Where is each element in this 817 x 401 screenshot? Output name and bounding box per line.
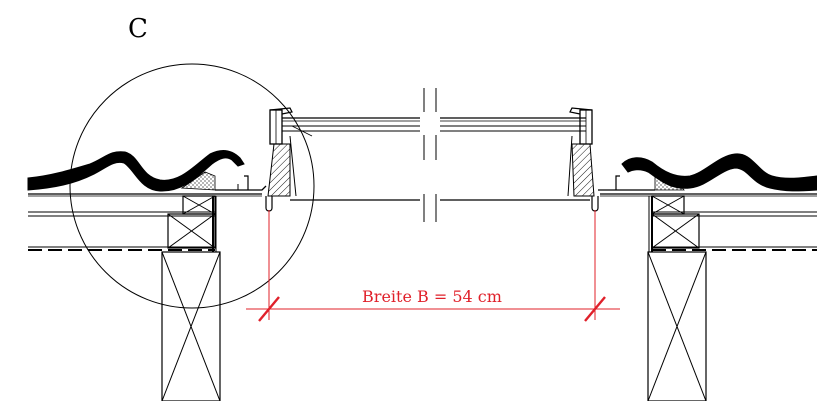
left-rafter-box [167,213,216,249]
dimension-label: Breite B = 54 cm [362,287,502,306]
left-post [161,251,221,401]
detail-circle [69,63,315,309]
right-post [647,251,707,401]
skylight-glazing [282,88,590,222]
left-seal-dotted [180,171,216,191]
right-roof-tiles [621,153,817,192]
right-upstand [567,107,599,212]
right-upstand-hatch [571,143,595,197]
dimension-tick-right [584,296,606,322]
left-roof-tiles [27,150,245,192]
right-seal-dotted [654,175,685,191]
dimension-tick-left [258,296,280,322]
break-lines [423,88,437,222]
right-roof [598,153,817,401]
left-flashing [215,185,267,191]
detail-label: C [128,14,148,44]
left-upstand-hatch [267,143,291,197]
dimension-line [246,210,620,322]
left-upstand [265,107,297,212]
left-roof [27,150,267,401]
